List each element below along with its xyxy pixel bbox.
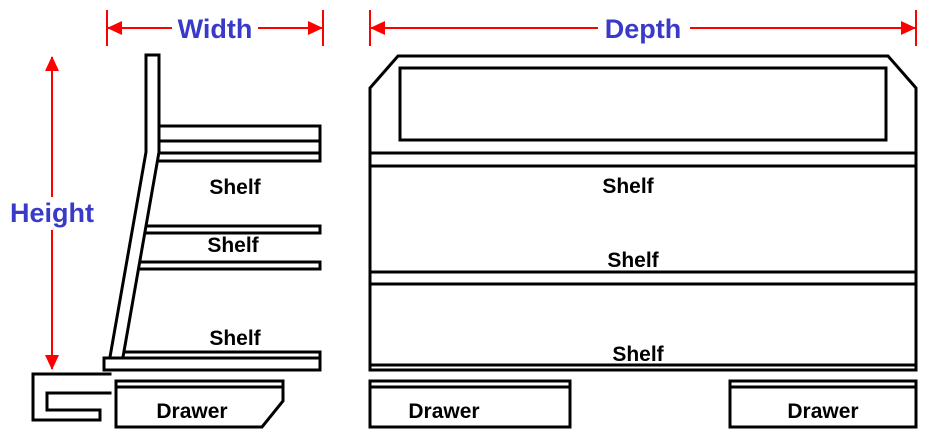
front-view-shelf-line-1 — [368, 151, 918, 168]
mesh-grid-panel — [398, 66, 888, 142]
height-arrow-top-icon — [45, 56, 59, 71]
front-drawer-label-left: Drawer — [408, 400, 479, 423]
depth-dimension: Depth — [369, 10, 917, 46]
width-arrow-left-icon — [107, 21, 122, 35]
front-shelf-label-3: Shelf — [612, 343, 664, 366]
width-dimension-label: Width — [178, 14, 253, 44]
side-view-middle-shelf-lines — [144, 224, 322, 235]
side-view-base — [102, 350, 322, 372]
side-view-lower-shelf-lines — [137, 260, 322, 271]
side-shelf-label-3: Shelf — [209, 327, 261, 350]
front-view-drawer-right-outline — [728, 379, 918, 429]
side-view-upright-frame — [108, 53, 161, 359]
height-arrow-bottom-icon — [45, 355, 59, 370]
side-view-top-shelf-lines — [157, 124, 322, 163]
side-view-drawer-outline — [114, 379, 285, 429]
front-drawer-label-right: Drawer — [787, 400, 858, 423]
front-view-shelf-line-2 — [368, 270, 918, 286]
depth-arrow-left-icon — [370, 21, 385, 35]
side-drawer-label: Drawer — [156, 400, 227, 423]
side-shelf-label-1: Shelf — [209, 176, 261, 199]
front-view-body-outline — [368, 54, 918, 372]
front-shelf-label-2: Shelf — [607, 249, 659, 272]
height-dimension-label: Height — [10, 198, 94, 228]
width-dimension: Width — [106, 10, 324, 46]
height-dimension: Height — [10, 56, 94, 370]
side-view-floor-bracket — [31, 372, 112, 422]
side-shelf-label-2: Shelf — [207, 234, 259, 257]
front-shelf-label-1: Shelf — [602, 175, 654, 198]
depth-dimension-label: Depth — [605, 14, 682, 44]
width-arrow-right-icon — [308, 21, 323, 35]
front-view-drawer-left-outline — [368, 379, 572, 429]
front-view: Shelf Shelf Shelf Drawer Drawer — [368, 54, 918, 429]
side-view: Shelf Shelf Shelf Drawer — [31, 53, 322, 429]
depth-arrow-right-icon — [901, 21, 916, 35]
